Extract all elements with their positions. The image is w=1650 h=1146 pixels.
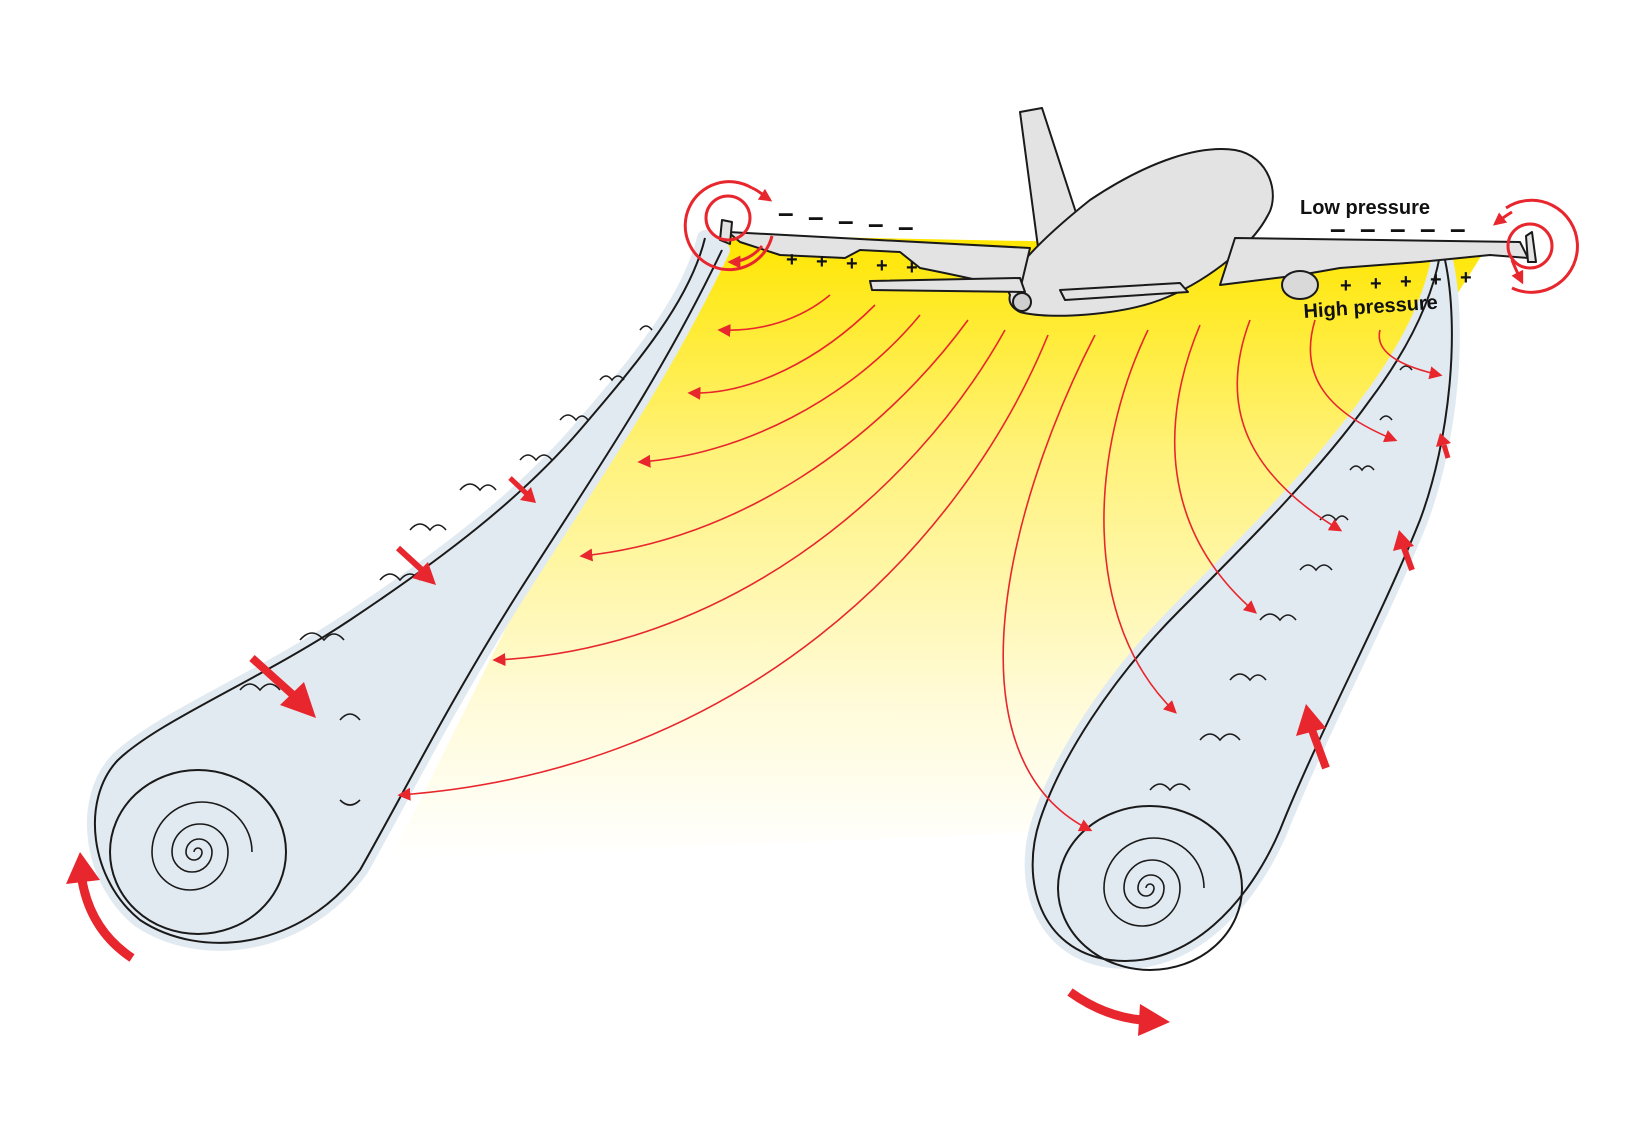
plus-sign: + [816, 251, 828, 273]
downwash-sheet [390, 235, 1485, 860]
plus-sign: + [876, 255, 888, 277]
low-pressure-label: Low pressure [1300, 197, 1430, 219]
minus-sign: – [1360, 213, 1376, 244]
minus-sign: – [838, 205, 854, 236]
left-wake-vortex [86, 230, 730, 951]
plus-sign: + [906, 257, 918, 279]
plus-sign: + [1370, 273, 1382, 295]
airliner-icon [719, 107, 1537, 317]
plus-sign: + [786, 249, 798, 271]
left-wingtip-vortex-icon [683, 180, 774, 272]
downwash-flow-lines [397, 294, 1443, 832]
plus-sign: + [846, 253, 858, 275]
minus-sign: – [868, 208, 884, 239]
right-wake-vortex [1024, 247, 1460, 971]
minus-sign: – [1420, 213, 1436, 244]
minus-sign: – [1390, 213, 1406, 244]
rotation-arrows [66, 433, 1451, 1036]
plus-sign: + [1400, 271, 1412, 293]
low-pressure-symbols: – – – – – – – – – – [778, 197, 1466, 244]
right-wingtip-vortex-icon [1492, 198, 1579, 294]
minus-sign: – [898, 211, 914, 242]
vortex-spiral-icon [151, 801, 253, 891]
minus-sign: – [808, 201, 824, 232]
plus-sign: + [1430, 269, 1442, 291]
plus-sign: + [1340, 275, 1352, 297]
minus-sign: – [1450, 213, 1466, 244]
minus-sign: – [1330, 213, 1346, 244]
minus-sign: – [778, 197, 794, 228]
vortex-spiral-icon [1103, 837, 1205, 927]
high-pressure-symbols: + + + + + + + + + + [786, 249, 1472, 297]
plus-sign: + [1460, 267, 1472, 289]
